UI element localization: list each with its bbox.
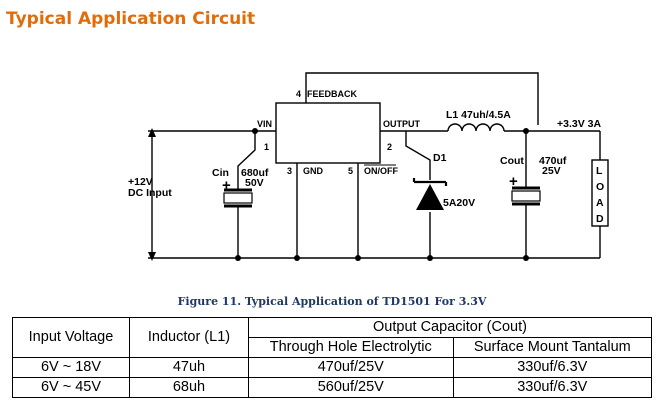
pin-number-feedback: 4: [296, 89, 301, 99]
table-cell: 560uf/25V: [248, 377, 454, 398]
inductor-l1: [447, 123, 505, 132]
diode-label: D1: [433, 152, 447, 164]
diode-wire-top: [405, 131, 431, 180]
header-input-voltage: Input Voltage: [12, 317, 130, 358]
cin-wire-top: [237, 131, 256, 190]
output-label: OUTPUT: [383, 119, 421, 129]
input-voltage-label: +12V: [128, 176, 153, 188]
table-cell: 6V ~ 45V: [12, 377, 130, 398]
vin-label: VIN: [257, 119, 272, 129]
header-inductor: Inductor (L1): [129, 317, 249, 358]
table-cell: 470uf/25V: [248, 357, 454, 378]
table-cell: 330uf/6.3V: [452, 357, 653, 378]
subheader-surface-mount: Surface Mount Tantalum: [452, 337, 653, 358]
cout-plus-sign: +: [509, 173, 518, 190]
table-cell: 68uh: [129, 377, 249, 398]
vout-label: +3.3V 3A: [557, 118, 601, 130]
feedback-wire: [305, 72, 539, 125]
table-row: 6V ~ 18V 47uh 470uf/25V 330uf/6.3V: [12, 357, 653, 378]
pin-number-gnd: 3: [287, 166, 292, 176]
load-letter: D: [596, 213, 604, 225]
pin-number-onoff: 5: [348, 166, 353, 176]
gnd-label: GND: [303, 166, 324, 176]
subheader-through-hole: Through Hole Electrolytic: [248, 337, 454, 358]
pin-number-output: 2: [387, 142, 392, 152]
cout-name-label: Cout: [500, 155, 524, 167]
table-cell: 47uh: [129, 357, 249, 378]
diode-part-label: 5A20V: [443, 197, 475, 209]
vin-arrow-down: [148, 252, 156, 261]
table-row: 6V ~ 45V 68uh 560uf/25V 330uf/6.3V: [12, 377, 653, 398]
pin-number-vin: 1: [264, 142, 269, 152]
diode-d1: [416, 184, 444, 210]
onoff-label: ON/OFF: [364, 166, 398, 176]
page-title: Typical Application Circuit: [6, 9, 256, 29]
load-letter: O: [596, 181, 604, 193]
cout-voltage-label: 25V: [542, 165, 561, 177]
input-type-label: DC Input: [128, 187, 172, 199]
inductor-label: L1 47uh/4.5A: [446, 109, 511, 121]
cin-value-label: 680uf: [241, 167, 269, 179]
load-letter: L: [596, 165, 603, 177]
cout-value-label: 470uf: [539, 155, 567, 167]
cin-name-label: Cin: [212, 167, 229, 179]
cin-plus-sign: +: [222, 177, 231, 194]
load-letter: A: [596, 197, 604, 209]
regulator-ic: [275, 102, 381, 164]
table-cell: 330uf/6.3V: [452, 377, 653, 398]
header-output-capacitor: Output Capacitor (Cout): [248, 317, 652, 338]
circuit-schematic: 4 FEEDBACK VIN 1 OUTPUT 2 3 GND 5 ON/OFF…: [128, 72, 609, 261]
table-cell: 6V ~ 18V: [12, 357, 130, 378]
component-table: Input Voltage Inductor (L1) Output Capac…: [12, 317, 653, 398]
figure-caption: Figure 11. Typical Application of TD1501…: [177, 295, 487, 308]
cin-voltage-label: 50V: [245, 177, 264, 189]
feedback-label: FEEDBACK: [307, 89, 358, 99]
vin-arrow-up: [148, 128, 156, 137]
